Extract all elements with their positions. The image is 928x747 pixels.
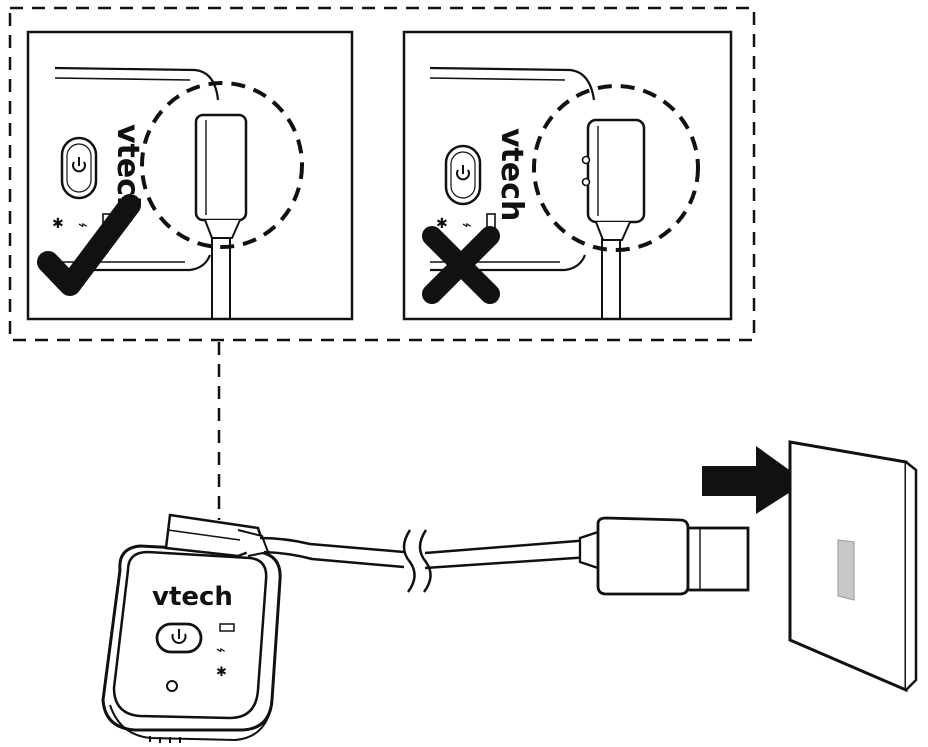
usb-cable xyxy=(259,529,591,593)
charge-icon: ⌁ xyxy=(78,217,88,234)
bluetooth-icon: ✱ xyxy=(52,215,64,231)
vtech-device: vtech ⌁ ✱ xyxy=(101,544,282,743)
wall-outlet xyxy=(788,440,918,693)
detail-circle xyxy=(140,81,304,249)
detail-circle xyxy=(532,84,700,252)
power-button-icon xyxy=(60,136,98,200)
usb-plug xyxy=(578,516,750,596)
device-indicator-light xyxy=(166,680,178,692)
charge-icon: ⌁ xyxy=(462,217,472,234)
brand-logo: vtech xyxy=(494,128,529,221)
power-button-icon xyxy=(444,144,482,206)
bluetooth-icon: ✱ xyxy=(436,215,448,231)
usb-port-slot xyxy=(837,539,855,601)
arrow-right-icon xyxy=(702,446,806,514)
detail-frame xyxy=(8,6,756,342)
device-power-button xyxy=(155,622,203,654)
connector-plug xyxy=(194,113,248,222)
panel-correct: ✱ ⌁ vtech xyxy=(26,30,354,321)
device-charge-icon: ⌁ xyxy=(216,642,226,659)
cross-mark-icon xyxy=(422,226,500,304)
check-mark-icon xyxy=(37,194,141,296)
connector-plug xyxy=(586,118,646,224)
device-battery-icon xyxy=(219,623,235,632)
panel-incorrect: ✱ ⌁ vtech xyxy=(402,30,733,321)
device-brand-logo: vtech xyxy=(152,582,233,612)
device-connector xyxy=(164,513,270,558)
device-bluetooth-icon: ✱ xyxy=(216,664,227,679)
